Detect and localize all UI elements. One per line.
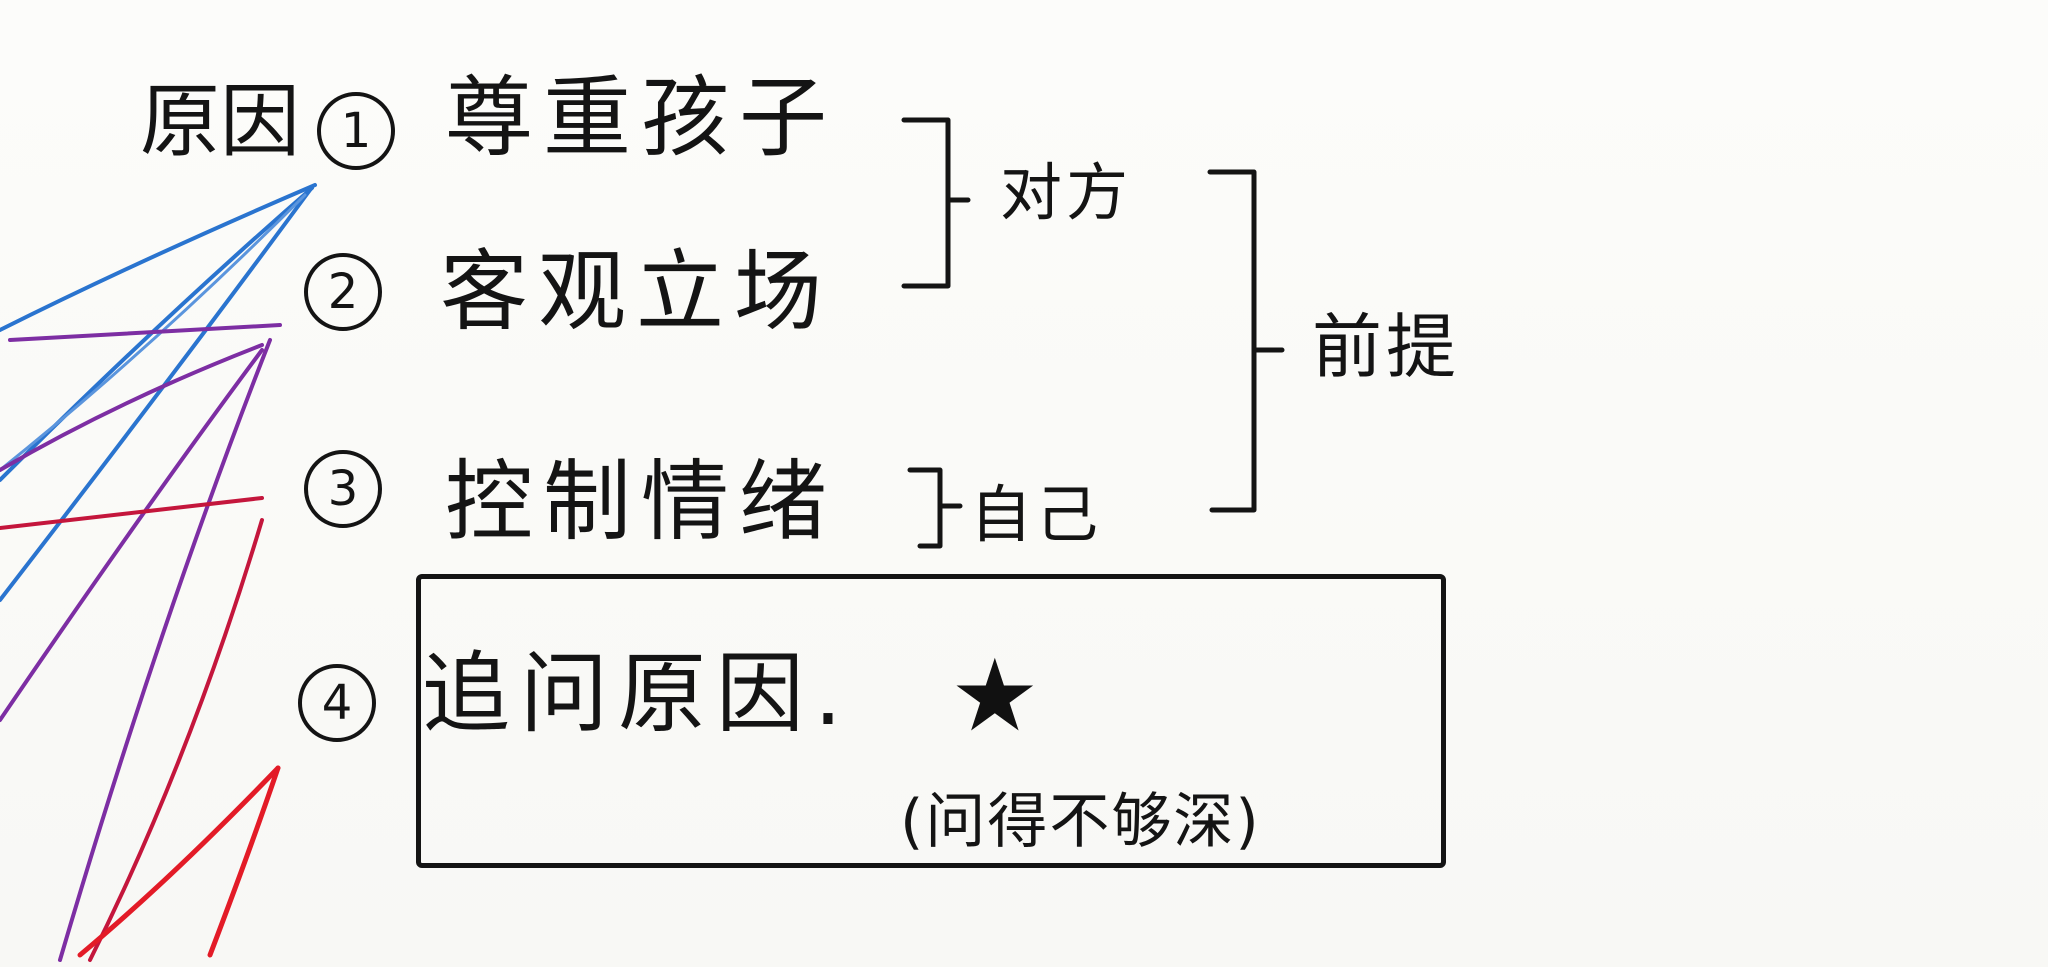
- purple-connector-group: [0, 323, 282, 962]
- bracket-label-duifang: 对方: [1000, 156, 1133, 229]
- blue-connector-group: [0, 183, 317, 602]
- purple-line-4: [58, 338, 272, 962]
- crimson-connector-group: [0, 496, 264, 962]
- number-circle-1: 1: [317, 92, 395, 170]
- purple-line-3: [0, 348, 264, 722]
- bracket-item-3: [907, 467, 963, 549]
- item-4-text: 追问原因.: [422, 642, 852, 745]
- bracket-premise: [1207, 169, 1285, 513]
- number-circle-2: 2: [304, 253, 382, 331]
- item-3-text: 控制情绪: [445, 450, 838, 553]
- red-connector-group: [77, 765, 281, 958]
- blue-line-1: [0, 183, 317, 332]
- crimson-line-1: [0, 496, 264, 530]
- purple-line-2: [0, 343, 264, 472]
- bracket-items-1-2: [901, 117, 971, 289]
- purple-line-1: [8, 323, 282, 342]
- blue-line-2: [0, 186, 314, 482]
- bracket-label-qianti: 前提: [1312, 306, 1460, 388]
- heading-reasons: 原因: [140, 75, 300, 168]
- star-icon: ★: [950, 637, 1040, 754]
- number-circle-4: 4: [298, 664, 376, 742]
- red-line-2: [207, 765, 281, 958]
- highlight-box: [416, 574, 1446, 868]
- highlight-note: (问得不够深): [900, 787, 1261, 857]
- crimson-line-2: [88, 518, 264, 962]
- item-1-text: 尊重孩子: [445, 66, 838, 169]
- red-line-1: [77, 765, 281, 958]
- number-circle-3: 3: [304, 450, 382, 528]
- blue-line-4: [0, 193, 307, 472]
- blue-line-3: [0, 188, 312, 602]
- item-2-text: 客观立场: [440, 240, 833, 343]
- bracket-label-ziji: 自己: [970, 478, 1103, 551]
